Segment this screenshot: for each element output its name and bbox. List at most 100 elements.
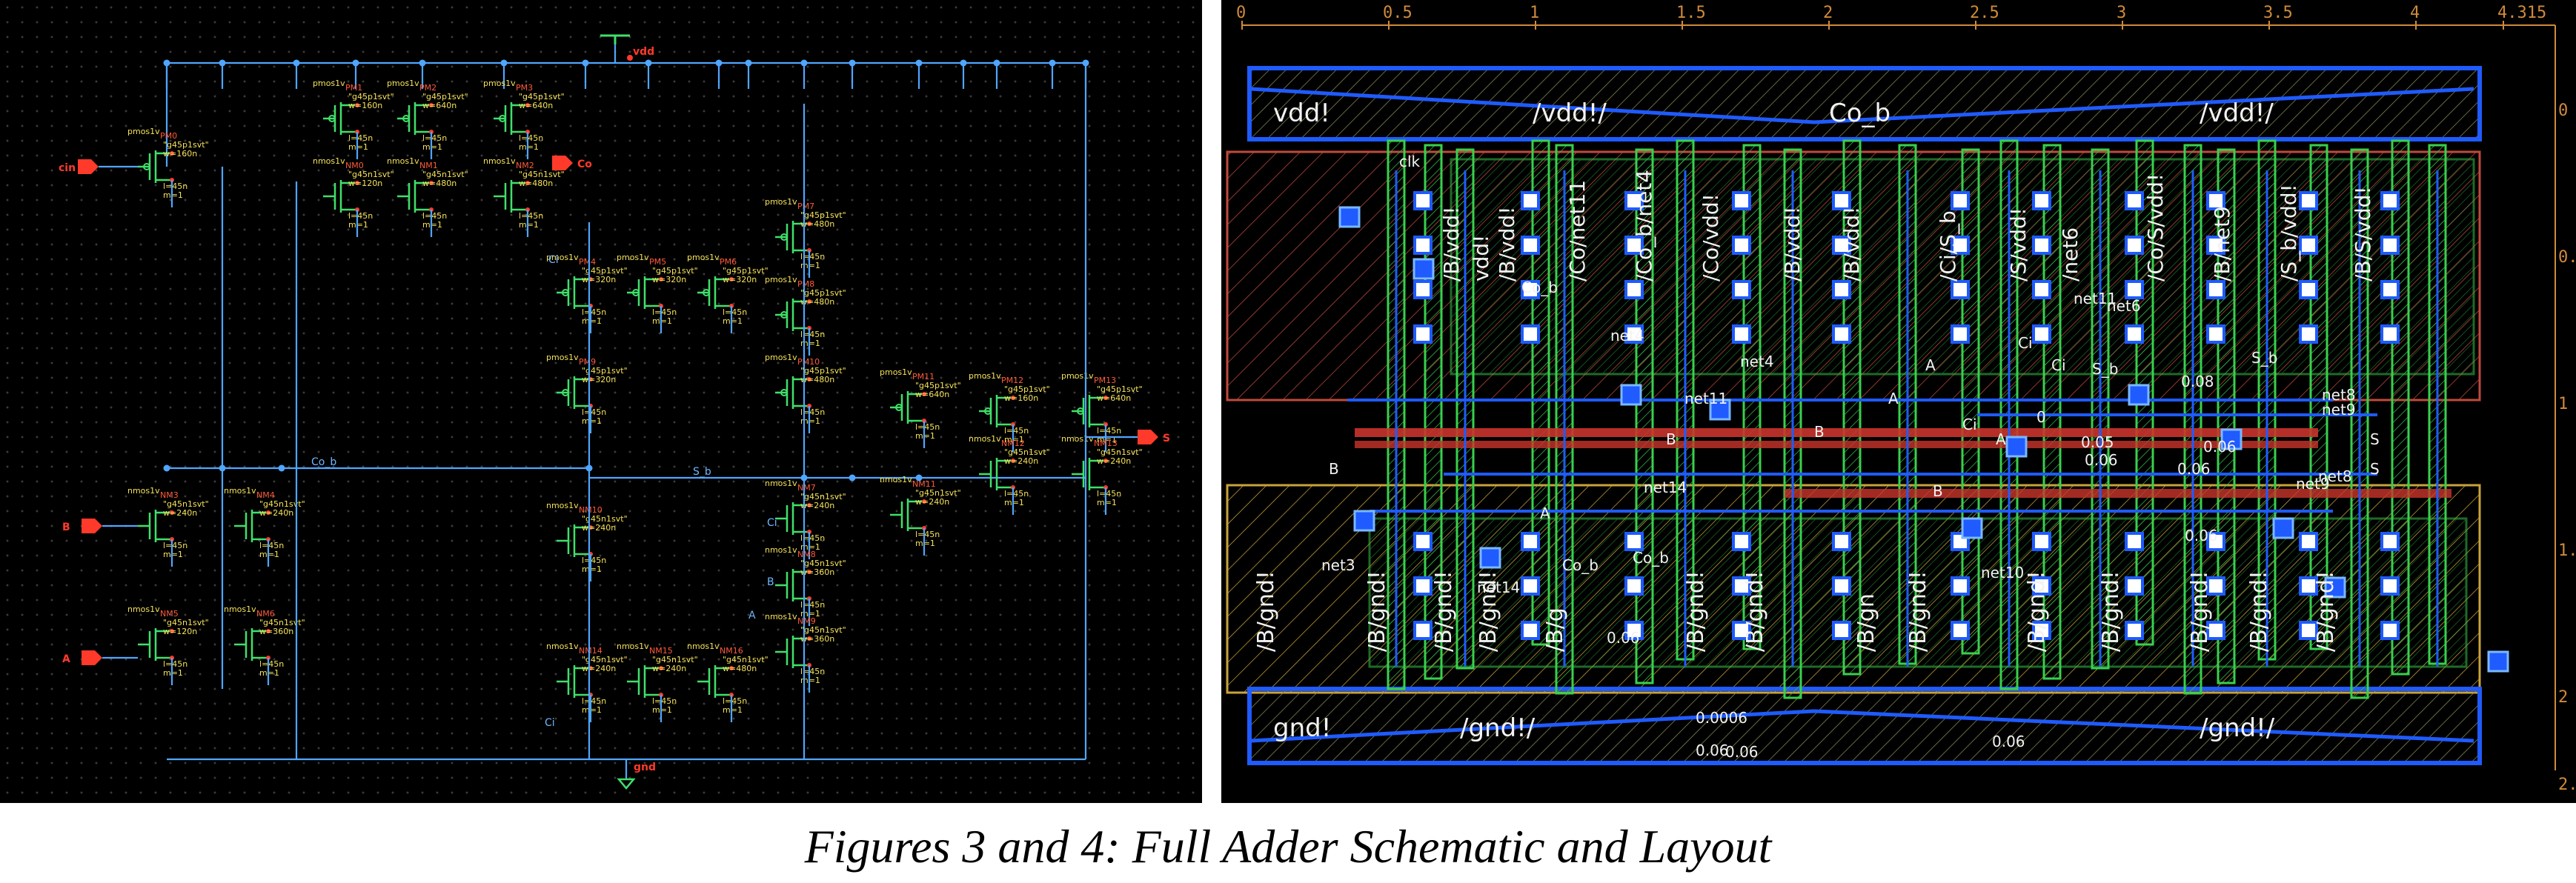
cin-pin[interactable]: cin bbox=[59, 159, 99, 174]
device-width-label: w=640n bbox=[915, 390, 949, 399]
device-name-label: NM14 bbox=[579, 646, 602, 656]
device-width-label: w=480n bbox=[519, 179, 553, 188]
contact bbox=[2125, 280, 2144, 299]
via bbox=[2128, 384, 2150, 406]
device-name-label: PM10 bbox=[797, 357, 820, 367]
layout-canvas[interactable]: 00.511.522.533.544.31500.511.522.315vdd!… bbox=[1221, 0, 2576, 803]
terminal-pin bbox=[922, 499, 926, 504]
device-model-label: "g45p1svt" bbox=[519, 92, 565, 101]
device-type-label: nmos1v bbox=[546, 501, 579, 510]
gnd-rail-label: /gnd!/ bbox=[1460, 713, 1536, 743]
contact bbox=[2125, 324, 2144, 344]
junction-dot bbox=[219, 59, 226, 67]
contact bbox=[2299, 532, 2318, 551]
device-name-label: NM1 bbox=[419, 161, 438, 170]
layout-window[interactable]: 00.511.522.533.544.31500.511.522.315vdd!… bbox=[1221, 0, 2576, 803]
device-length-label: l=45n bbox=[582, 696, 606, 706]
junction-dot bbox=[915, 474, 923, 482]
device-type-label: nmos1v bbox=[127, 486, 160, 496]
upper-text: /B/vdd! bbox=[1439, 207, 1464, 281]
dimension-label: 0.06 bbox=[2203, 438, 2237, 456]
upper-text: /S_b/vdd! bbox=[2277, 184, 2301, 281]
net-label: net11 bbox=[2074, 290, 2117, 307]
terminal-pin bbox=[266, 629, 270, 633]
terminal-pin bbox=[525, 181, 530, 185]
upper-text: /net6 bbox=[2058, 227, 2082, 281]
device-model-label: "g45n1svt" bbox=[652, 655, 698, 664]
terminal-pin bbox=[807, 636, 811, 641]
ruler-label: 3.5 bbox=[2263, 4, 2293, 22]
device-width-label: w=240n bbox=[1004, 456, 1038, 466]
device-name-label: NM13 bbox=[1094, 439, 1118, 448]
junction-dot bbox=[419, 59, 426, 67]
b-pin[interactable]: B bbox=[62, 519, 102, 533]
pin-shape bbox=[82, 650, 102, 665]
lower-text: /B/gnd! bbox=[1475, 570, 1501, 652]
device-name-label: PM7 bbox=[797, 201, 814, 211]
contact bbox=[1521, 576, 1540, 596]
device-mult-label: m=1 bbox=[582, 416, 602, 426]
net-label: net8 bbox=[2322, 386, 2356, 404]
device-model-label: "g45p1svt" bbox=[422, 92, 468, 101]
co-pin[interactable]: Co bbox=[552, 156, 592, 170]
contact bbox=[1832, 324, 1851, 344]
contact bbox=[1951, 621, 1970, 640]
device-type-label: pmos1v bbox=[765, 275, 797, 284]
dimension-label: 0.06 bbox=[2085, 451, 2118, 469]
device-mult-label: m=1 bbox=[1097, 498, 1117, 507]
ruler-label: 4 bbox=[2410, 4, 2420, 22]
vdd-rail bbox=[1247, 66, 2482, 141]
device-width-label: w=120n bbox=[163, 627, 197, 636]
contact bbox=[1832, 532, 1851, 551]
bubble bbox=[703, 289, 710, 296]
device-type-label: nmos1v bbox=[127, 604, 160, 614]
device-model-label: "g45p1svt" bbox=[582, 366, 628, 376]
device-type-label: pmos1v bbox=[765, 353, 797, 362]
device-model-label: "g45n1svt" bbox=[259, 499, 305, 509]
device-length-label: l=45n bbox=[652, 307, 677, 317]
device-model-label: "g45p1svt" bbox=[1097, 384, 1143, 394]
s-pin[interactable]: S bbox=[1138, 430, 1170, 444]
contact bbox=[2299, 191, 2318, 210]
junction-dot bbox=[645, 59, 652, 67]
contact bbox=[1624, 532, 1644, 551]
device-width-label: w=320n bbox=[723, 275, 757, 284]
net-ci-label: Ci bbox=[545, 717, 555, 729]
a-pin[interactable]: A bbox=[62, 650, 102, 665]
net-label: net11 bbox=[1684, 390, 1727, 407]
contact bbox=[1521, 236, 1540, 255]
dimension-label: 0.0006 bbox=[1696, 709, 1747, 727]
